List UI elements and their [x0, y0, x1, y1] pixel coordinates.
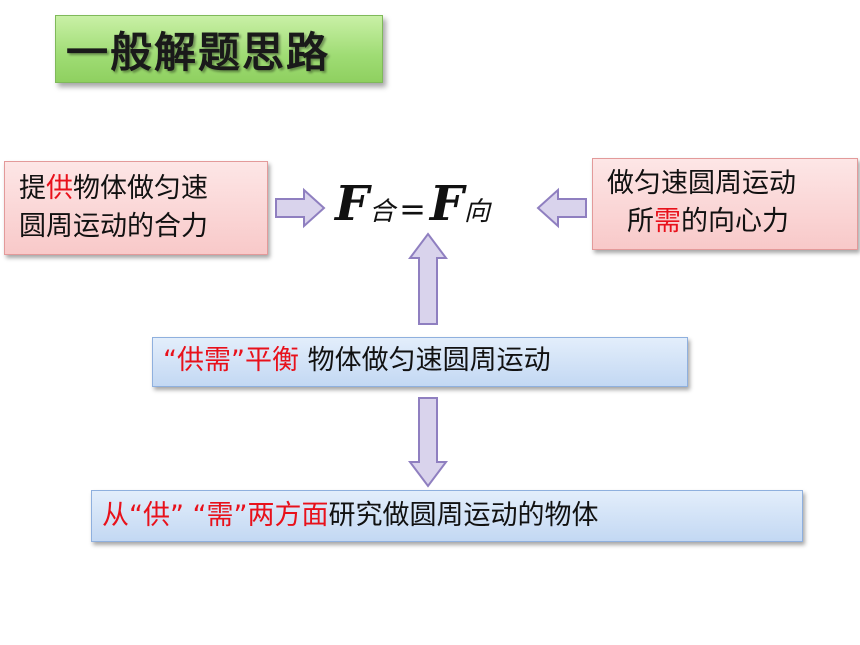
page-title: 一般解题思路	[66, 27, 331, 77]
net-force-subscript: 合	[369, 197, 396, 227]
demand-line-2-post: 的向心力	[681, 206, 789, 237]
centripetal-force-symbol: F	[429, 176, 464, 232]
supply-line-2: 圆周运动的合力	[19, 211, 208, 242]
net-force-symbol: F	[335, 176, 370, 232]
balance-keyword: “供需”平衡	[163, 345, 299, 376]
down-arrow	[408, 397, 448, 488]
equals-sign: =	[399, 190, 426, 228]
demand-line-2: 所需的向心力	[607, 203, 857, 241]
title-banner: 一般解题思路	[55, 15, 383, 83]
right-arrow	[275, 187, 326, 229]
demand-line-2-pre: 所	[627, 206, 654, 237]
balance-text: 物体做匀速圆周运动	[298, 345, 551, 376]
supply-line-1-pre: 提	[19, 173, 46, 204]
approach-keyword: 从“供” “需”两方面	[102, 500, 329, 531]
centripetal-force-subscript: 向	[463, 197, 490, 227]
left-arrow	[536, 187, 587, 229]
supply-line-1: 提供物体做匀速	[19, 170, 267, 208]
supply-line-1-post: 物体做匀速	[73, 173, 208, 204]
balance-box: “供需”平衡 物体做匀速圆周运动	[152, 337, 688, 387]
approach-text: 研究做圆周运动的物体	[328, 500, 599, 531]
demand-line-1: 做匀速圆周运动	[607, 168, 796, 199]
demand-keyword: 需	[654, 206, 681, 237]
approach-box: 从“供” “需”两方面研究做圆周运动的物体	[91, 490, 803, 542]
supply-box: 提供物体做匀速 圆周运动的合力	[4, 161, 268, 255]
demand-box: 做匀速圆周运动 所需的向心力	[592, 158, 858, 250]
supply-keyword: 供	[46, 173, 73, 204]
up-arrow	[408, 232, 448, 325]
